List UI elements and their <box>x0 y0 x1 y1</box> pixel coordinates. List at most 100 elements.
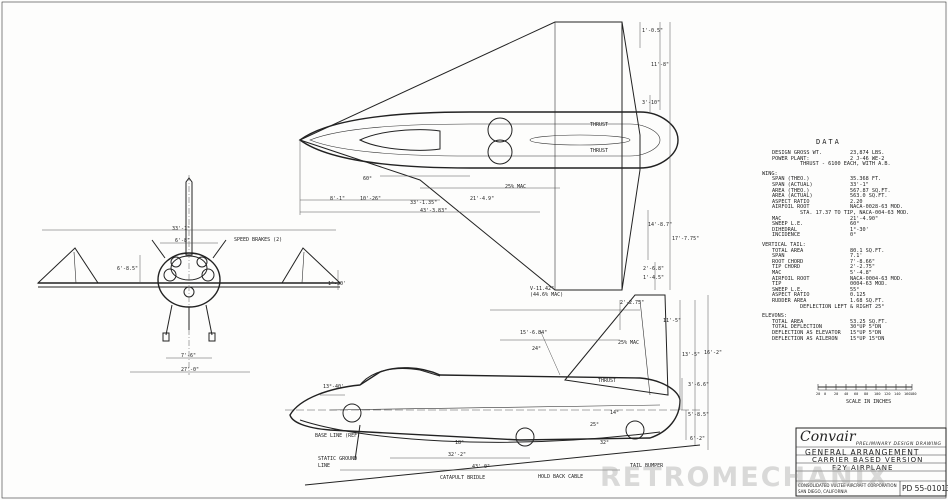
catapult-label: CATAPULT BRIDLE <box>440 475 486 481</box>
side-dim-i: 15'-6.84" <box>520 330 548 336</box>
side-angle-5: 32° <box>600 440 610 446</box>
data-row-value: 15°UP 5°DN <box>850 330 882 336</box>
side-view <box>285 294 709 486</box>
data-row-label: DESIGN GROSS WT. <box>772 150 822 156</box>
mac-note-2: (44.6% MAC) <box>530 292 564 298</box>
data-row-label: SPAN (ACTUAL) <box>772 182 813 188</box>
data-row-value: 2'-2.75" <box>850 264 875 271</box>
side-dim-c: 13'-5" <box>682 352 701 358</box>
data-row-value: 2.20 <box>850 198 863 205</box>
top-right-dim-1: 1'-0.5" <box>642 28 664 34</box>
data-row-value: NACA-0004-63 MOD. <box>850 275 904 282</box>
data-row-label: AREA (ACTUAL) <box>772 193 813 200</box>
data-row-label: WING: <box>762 170 778 177</box>
side-dim-j: 32'-2" <box>448 452 467 458</box>
side-dim-g: 6'-2" <box>690 436 706 442</box>
base-line-label: BASE LINE (REF) <box>315 433 361 439</box>
mac-25-label: 25% MAC <box>505 184 527 190</box>
data-row-label: MAC <box>772 270 782 276</box>
data-row-value: 60° <box>850 221 860 228</box>
data-row-value: 35.368 FT. <box>850 176 882 183</box>
top-angle: 60° <box>363 176 373 182</box>
data-row-value: 2 J-46 WE-2 <box>850 155 885 162</box>
top-len-4: 21'-4.9" <box>470 196 495 202</box>
scale-tick-label: 20 <box>834 392 839 396</box>
data-row-label: TIP CHORD <box>772 264 801 271</box>
top-len-2: 10'-26" <box>360 196 382 202</box>
data-row-label: SWEEP L.E. <box>772 286 804 293</box>
side-angle-1: 24° <box>532 346 542 352</box>
data-row-label: TIP <box>772 281 782 288</box>
data-row-label: DEFLECTION AS AILERON <box>772 335 838 342</box>
data-row-label: MAC <box>772 215 782 222</box>
thrust-label-3: THRUST <box>598 378 617 384</box>
static-ground-label: STATIC GROUND <box>318 456 358 462</box>
data-title: DATA <box>816 138 841 146</box>
data-row-label: TOTAL DEFLECTION <box>772 324 822 331</box>
data-row-value: 53.25 SQ.FT. <box>850 318 888 325</box>
title-line-3: F2Y AIRPLANE <box>832 464 894 472</box>
data-row-value: 5'-4.8" <box>850 270 872 276</box>
holdback-label: HOLD BACK CABLE <box>538 474 584 480</box>
company-name: CONSOLIDATED VULTEE AIRCRAFT CORPORATION <box>798 483 897 488</box>
mac-25-side: 25% MAC <box>618 340 640 346</box>
data-row-label: RUDDER AREA <box>772 298 807 304</box>
front-track-dim: 6'-8" <box>175 238 191 244</box>
side-dim-e: 3'-6.6" <box>688 382 710 388</box>
front-width-dim: 27'-0" <box>181 367 200 373</box>
data-row-value: NACA-0028-63 MOD. <box>850 204 904 211</box>
scale-tick-label: 40 <box>844 392 849 396</box>
data-row-label: ASPECT RATIO <box>772 198 810 205</box>
top-len-5: 43'-3.83" <box>420 208 448 214</box>
company-location: SAN DIEGO, CALIFORNIA <box>798 489 848 494</box>
side-dim-b: 11'-5" <box>663 318 682 324</box>
data-row-label: ROOT CHORD <box>772 258 804 265</box>
data-row-label: DEFLECTION AS ELEVATOR <box>772 330 841 336</box>
data-row-label: INCIDENCE <box>772 232 801 239</box>
data-row-value: 563.0 SQ.FT. <box>850 193 888 200</box>
front-gear-dim: 7'-6" <box>181 353 197 359</box>
scale-tick-label: 0 <box>824 392 827 396</box>
front-span-dim: 33'-1" <box>172 226 191 232</box>
drawing-number: PD 55-01013 <box>902 484 948 493</box>
data-row-value: STA. 17.37 TO TIP, NACA-004-63 MOD. <box>800 210 910 216</box>
data-row-value: 0° <box>850 232 857 239</box>
data-row-label: SPAN <box>772 253 785 260</box>
data-row-label: DIHEDRAL <box>772 226 797 233</box>
side-dim-a: 2'-2.75" <box>620 300 645 306</box>
side-dim-d: 16'-2" <box>704 350 723 356</box>
data-row-label: AIRFOIL ROOT <box>772 275 810 282</box>
static-ground-line-label: LINE <box>318 463 331 469</box>
side-angle-2: 25° <box>590 422 600 428</box>
scale-tick-label: 120 <box>884 392 891 396</box>
preliminary-label: PRELIMINARY DESIGN DRAWING <box>856 442 942 447</box>
data-row-value: 55° <box>850 286 860 293</box>
data-row-value: 21'-4.90" <box>850 215 879 222</box>
thrust-label-2: THRUST <box>590 148 609 154</box>
scale-tick-label: 160 <box>904 392 911 396</box>
thrust-label-1: THRUST <box>590 122 609 128</box>
side-angle-4: 18° <box>455 440 465 446</box>
top-len-1: 8'-1" <box>330 196 346 202</box>
top-right-dim-7: 1'-4.5" <box>643 275 665 281</box>
data-row-label: ASPECT RATIO <box>772 292 810 299</box>
data-row-value: DEFLECTION LEFT & RIGHT 25° <box>800 303 885 310</box>
data-row-value: 7.1' <box>850 253 863 260</box>
front-dihedral-dim: 1°-30' <box>328 281 347 287</box>
data-row-value: 33'-1" <box>850 182 869 188</box>
side-dim-k: 43'-0" <box>472 464 491 470</box>
data-row-label: SPAN (THEO.) <box>772 176 810 183</box>
top-right-dim-2: 11'-8" <box>651 62 670 68</box>
data-row-value: 7'-8.66" <box>850 258 875 265</box>
plan-view <box>298 21 679 311</box>
side-angle-3: 14° <box>610 410 620 416</box>
scale-label: SCALE IN INCHES <box>846 399 892 405</box>
retromechanix-watermark: RETROMECHANIX <box>600 462 890 493</box>
scale-tick-label: 140 <box>894 392 901 396</box>
data-row-value: 23,874 LBS. <box>850 150 885 156</box>
title-line-2: CARRIER BASED VERSION <box>812 456 924 464</box>
front-height-dim: 6'-8.5" <box>117 266 139 272</box>
data-row-value: 1°-30' <box>850 226 869 233</box>
data-row-label: AREA (THEO.) <box>772 187 810 194</box>
